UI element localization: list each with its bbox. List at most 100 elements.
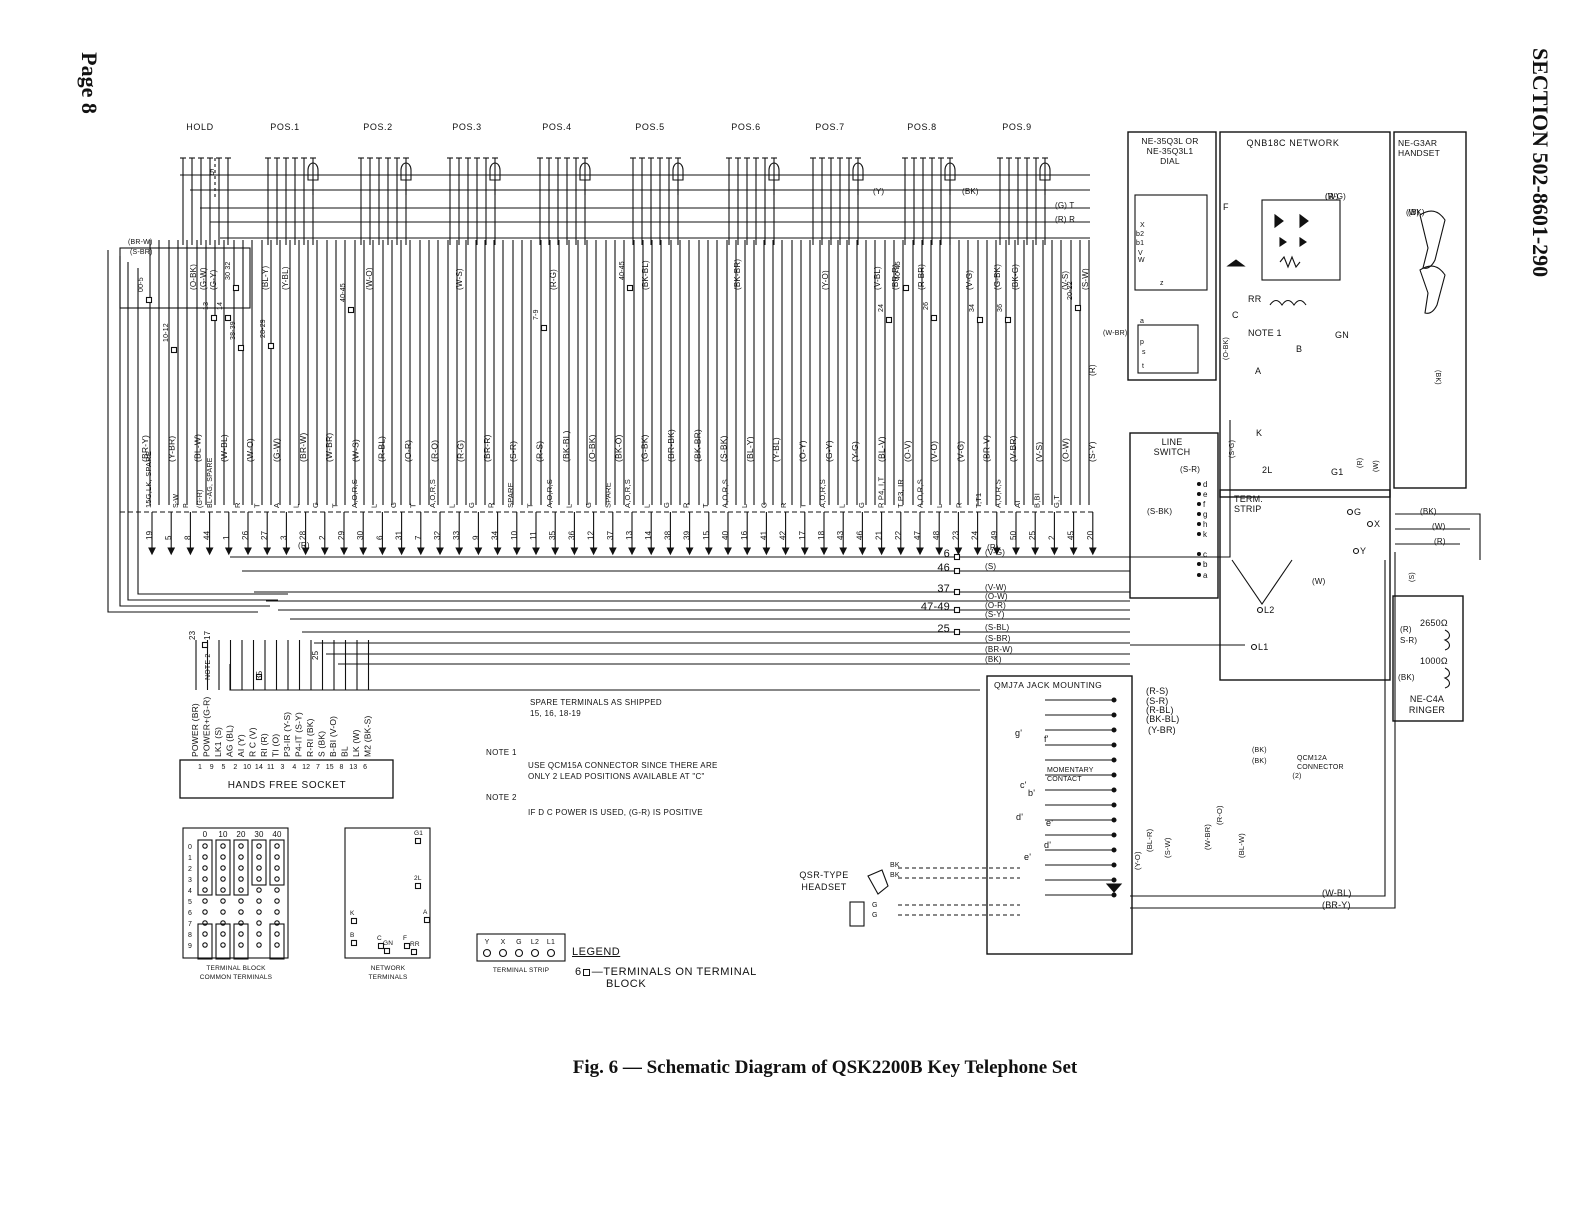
pair-label: 24 bbox=[878, 304, 885, 312]
row-function-label: G bbox=[389, 502, 398, 508]
row-function-label: G,T bbox=[1052, 495, 1061, 508]
row-function-label: L bbox=[838, 504, 847, 508]
jack-lead-label: (BK-BL) bbox=[1146, 714, 1179, 724]
terminal-block-col-label: 20 bbox=[236, 830, 246, 839]
row-function-label: T bbox=[799, 503, 808, 508]
term-strip-label: TERM. bbox=[1234, 494, 1263, 504]
row-function-label: A,O,R,S bbox=[916, 479, 925, 508]
row-number: 33 bbox=[452, 530, 461, 540]
hands-free-pin-number: 13 bbox=[349, 764, 357, 771]
arrow-icon bbox=[167, 547, 176, 556]
lead-label: (BK-BL) bbox=[641, 260, 650, 290]
bundle-terminal bbox=[540, 324, 548, 332]
terminal-strap bbox=[269, 923, 285, 960]
network-terminals-caption: TERMINALS bbox=[368, 974, 407, 981]
diode-icon bbox=[1299, 213, 1309, 229]
row-number: 11 bbox=[529, 531, 538, 540]
row-function-label: T bbox=[526, 503, 535, 508]
network-terminal-label: RR bbox=[1248, 294, 1262, 304]
terminal-strip-mini-label: L1 bbox=[547, 939, 555, 946]
lead-label: (G-Y) bbox=[209, 269, 218, 290]
bus-terminal-number: 25 bbox=[937, 623, 950, 635]
lead-label: (R-BL) bbox=[377, 436, 387, 462]
term-strip-point: L2 bbox=[1264, 605, 1274, 615]
network-terminal-label: C bbox=[1232, 310, 1239, 320]
lead-label: (W-S) bbox=[455, 268, 464, 290]
dial-contact-letter: W bbox=[1138, 257, 1145, 264]
arrow-icon bbox=[1012, 547, 1020, 556]
terminal-block-row-label: 9 bbox=[188, 943, 192, 950]
diode-icon bbox=[1226, 259, 1246, 267]
bus-terminal bbox=[953, 628, 961, 636]
hands-free-lead-label: P4-IT (S-Y) bbox=[294, 712, 304, 757]
terminal-strap bbox=[251, 839, 267, 886]
bus-lead-label: (V-G) bbox=[985, 548, 1005, 557]
lead-label: (R-G) bbox=[456, 440, 466, 462]
terminal-block-row-label: 3 bbox=[188, 877, 192, 884]
right-lead-label: (BK) bbox=[1398, 673, 1415, 682]
lead-label: (BK-O) bbox=[613, 434, 623, 462]
terminal-block-row-label: 5 bbox=[188, 899, 192, 906]
terminal-block-contact bbox=[256, 865, 262, 871]
network-terminal-map-label: F bbox=[403, 935, 407, 942]
dial-label: NE-35Q3L1 bbox=[1147, 146, 1194, 156]
key-position-label: POS.9 bbox=[1002, 122, 1032, 132]
row-function-label: R bbox=[779, 502, 788, 508]
row-number: 1 bbox=[222, 535, 231, 540]
row-function-label: T bbox=[701, 503, 710, 508]
terminal-block-contact bbox=[220, 843, 226, 849]
ringer-coil-icon bbox=[1443, 667, 1451, 689]
dial-label: NE-35Q3L OR bbox=[1141, 136, 1198, 146]
lead-label: (BR-R) bbox=[482, 434, 492, 462]
terminal-strip-mini-screw bbox=[530, 948, 540, 958]
coil-icon bbox=[1269, 299, 1307, 306]
jack-wire bbox=[1130, 560, 1386, 897]
cable-rail bbox=[127, 262, 278, 601]
network-terminal-label: A bbox=[1255, 366, 1261, 376]
bundle-terminal bbox=[902, 284, 910, 292]
key-position-label: POS.5 bbox=[635, 122, 665, 132]
line-switch-contact bbox=[1196, 551, 1202, 557]
lead-label: (W-O) bbox=[245, 438, 255, 462]
row-number: 30 bbox=[356, 530, 365, 540]
line-switch-label: LINE bbox=[1162, 437, 1183, 447]
row-function-label: A,O,R,S bbox=[545, 479, 554, 508]
lead-label: (BR-BK) bbox=[666, 429, 676, 462]
terminal-strip-mini-label: L2 bbox=[531, 939, 539, 946]
row-number: 2 bbox=[1047, 535, 1056, 540]
ringer-value: 1000Ω bbox=[1420, 656, 1448, 666]
hands-free-pin-number: 8 bbox=[340, 764, 344, 771]
lead-label: (Y-BR) bbox=[166, 436, 176, 462]
terminal-block-contact bbox=[274, 876, 280, 882]
row-function-label: T P3, IR bbox=[896, 479, 905, 508]
diode-icon bbox=[1279, 236, 1287, 248]
lead-label: (V-BR) bbox=[1008, 435, 1018, 462]
terminal-block-contact bbox=[256, 931, 262, 937]
dial-box bbox=[1127, 131, 1217, 381]
pair-label: 13 bbox=[203, 302, 210, 310]
arrow-icon bbox=[800, 547, 809, 556]
lead-label: (R) bbox=[1088, 364, 1097, 376]
terminal-block-contact bbox=[220, 876, 226, 882]
term-strip-point: X bbox=[1374, 519, 1380, 529]
row-function-label: AI bbox=[1013, 501, 1022, 509]
lead-label: (Y-BL) bbox=[771, 437, 781, 462]
terminal-block-contact bbox=[274, 920, 280, 926]
bus-terminal bbox=[953, 553, 961, 561]
terminal-strip-mini-caption: TERMINAL STRIP bbox=[493, 967, 549, 974]
lead-label: (R-G) bbox=[1325, 192, 1346, 201]
dial-contact-letter: t bbox=[1142, 363, 1144, 370]
note-1: NOTE 1 USE QCM15A CONNECTOR SINCE THERE … bbox=[486, 747, 718, 782]
arrow-icon bbox=[1088, 547, 1097, 556]
row-number: 35 bbox=[548, 530, 557, 540]
handset-transmitter-icon bbox=[1419, 265, 1446, 314]
arrow-icon bbox=[282, 547, 291, 556]
ringer-coil-icon bbox=[1443, 629, 1451, 651]
spare-note-line-1: SPARE TERMINALS AS SHIPPED bbox=[530, 698, 662, 707]
network-terminal-label: G1 bbox=[1331, 467, 1343, 477]
row-function-label: A,O,R,S bbox=[428, 479, 437, 508]
row-number: 16 bbox=[740, 530, 749, 540]
term-strip-node bbox=[1346, 508, 1354, 516]
hands-free-pin-number: 11 bbox=[267, 764, 275, 771]
lead-label: (G-BK) bbox=[993, 264, 1002, 290]
